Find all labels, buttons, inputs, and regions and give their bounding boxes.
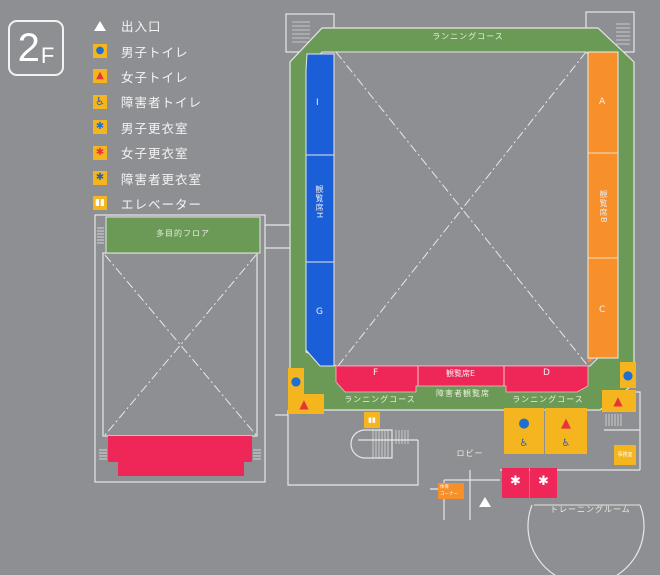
womens-toilet-icon: ▲: [561, 416, 571, 431]
wheelchair-icon: ♿: [519, 438, 529, 449]
mens-toilet-right: ●: [620, 362, 636, 388]
multipurpose-floor-label: 多目的フロア: [156, 229, 210, 238]
legend-item-mens-toilet: ● 男子トイレ: [93, 38, 202, 63]
womens-locker-room: ✱: [530, 468, 557, 498]
legend-label: 障害者トイレ: [121, 95, 203, 111]
elevator-icon: ▮▮: [93, 196, 107, 211]
seat-section-b: 観覧席B: [599, 190, 608, 224]
mens-toilet-icon: ●: [93, 44, 107, 59]
office-room: 事務室: [614, 445, 636, 465]
womens-locker-room-icon: ✱: [93, 145, 107, 160]
mens-locker-room-icon: ✱: [93, 120, 107, 135]
womens-toilet-right: ▲: [602, 390, 636, 412]
mens-toilet-icon: ●: [622, 368, 634, 382]
legend-label: 女子トイレ: [121, 69, 189, 85]
legend-item-womens-locker: ✱ 女子更衣室: [93, 140, 202, 165]
accessible-locker-room-icon: ✱: [93, 171, 107, 186]
seat-section-c: C: [599, 305, 606, 315]
training-room-label: トレーニングルーム: [550, 505, 631, 514]
wheelchair-icon: ♿: [561, 438, 571, 449]
legend-label: 男子トイレ: [121, 44, 189, 60]
orange-corner-room: 体育 コーナー: [438, 483, 464, 499]
floor-number: 2: [17, 26, 40, 70]
legend-item-womens-toilet: ▲ 女子トイレ: [93, 64, 202, 89]
seat-section-d: D: [543, 368, 550, 378]
womens-toilet-block: ▲ ♿: [545, 408, 587, 454]
womens-locker-room-icon: ✱: [538, 474, 549, 489]
legend-label: エレベーター: [121, 196, 203, 212]
legend-label: 女子更衣室: [121, 146, 189, 162]
womens-toilet-left: ▲: [288, 394, 324, 414]
running-course-bottom-left-label: ランニングコース: [344, 395, 416, 404]
floor-suffix: F: [40, 43, 55, 68]
elevator-icon: ▮▮: [364, 412, 380, 428]
mens-locker-room: ✱: [502, 468, 529, 498]
accessible-seating-label: 障害者観覧席: [436, 389, 490, 398]
seat-section-g: G: [316, 307, 323, 317]
lobby-label: ロビー: [456, 449, 484, 458]
legend-item-entrance: 出入口: [93, 13, 202, 38]
legend-label: 障害者更衣室: [121, 171, 203, 187]
womens-toilet-icon: ▲: [613, 394, 623, 408]
running-course-top-label: ランニングコース: [432, 32, 504, 41]
seat-section-e: 観覧席E: [446, 369, 476, 378]
running-course-bottom-right-label: ランニングコース: [512, 395, 584, 404]
wheelchair-icon: ♿: [93, 94, 107, 109]
seat-section-h: 観覧席H: [315, 185, 324, 220]
entrance-triangle-icon: [479, 497, 491, 507]
legend-label: 男子更衣室: [121, 120, 189, 136]
mens-locker-room-icon: ✱: [510, 474, 521, 489]
seat-section-i: I: [316, 98, 319, 108]
legend: 出入口 ● 男子トイレ ▲ 女子トイレ ♿ 障害者トイレ ✱ 男子更衣室 ✱ 女…: [93, 13, 202, 216]
legend-item-mens-locker: ✱ 男子更衣室: [93, 115, 202, 140]
mens-toilet-icon: ●: [518, 416, 530, 431]
womens-toilet-icon: ▲: [299, 397, 309, 411]
entrance-triangle-icon: [93, 19, 107, 33]
mens-toilet-block: ● ♿: [504, 408, 544, 454]
seat-section-a: A: [599, 97, 606, 107]
legend-label: 出入口: [121, 19, 162, 35]
womens-toilet-icon: ▲: [93, 69, 107, 84]
legend-item-elevator: ▮▮ エレベーター: [93, 191, 202, 216]
legend-item-accessible-toilet: ♿ 障害者トイレ: [93, 89, 202, 114]
seat-section-f: F: [373, 368, 379, 378]
legend-item-accessible-locker: ✱ 障害者更衣室: [93, 165, 202, 190]
mens-toilet-icon: ●: [290, 374, 302, 388]
mens-toilet-left: ●: [288, 368, 304, 394]
